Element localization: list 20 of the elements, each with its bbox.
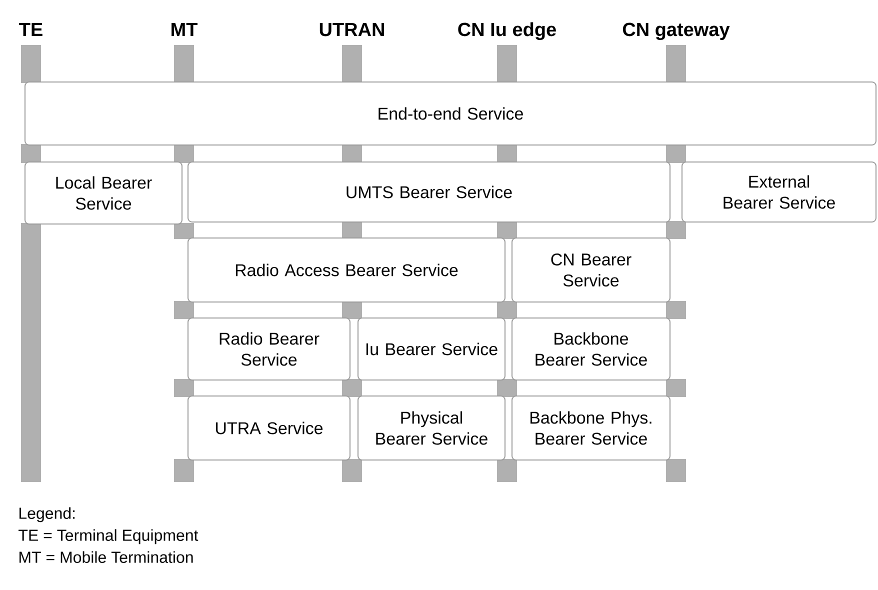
service-box: UTRA Service [188,396,350,460]
column-heading: TE [19,22,42,36]
service-box: Radio Bearer Service [188,318,350,380]
service-box: CN Bearer Service [512,238,670,302]
service-box: Iu Bearer Service [358,318,506,380]
service-box: End-to-end Service [24,82,876,146]
column-heading: CN gateway [622,22,730,40]
column-heading: CN Iu edge [458,22,556,40]
column-heading: MT [172,22,198,36]
service-box: Local Bearer Service [24,162,182,224]
legend-text: TE = Terminal Equipment [18,529,198,544]
service-box: Backbone Phys. Bearer Service [512,396,670,460]
service-box: Radio Access Bearer Service [188,238,506,302]
service-box: UMTS Bearer Service [188,162,670,222]
legend-text: Legend: [20,507,75,522]
service-box: External Bearer Service [682,162,876,222]
service-box: Backbone Bearer Service [512,318,670,380]
column-heading: UTRAN [320,22,384,36]
service-box: Physical Bearer Service [358,396,506,460]
legend-text: MT = Mobile Termination [20,551,193,563]
